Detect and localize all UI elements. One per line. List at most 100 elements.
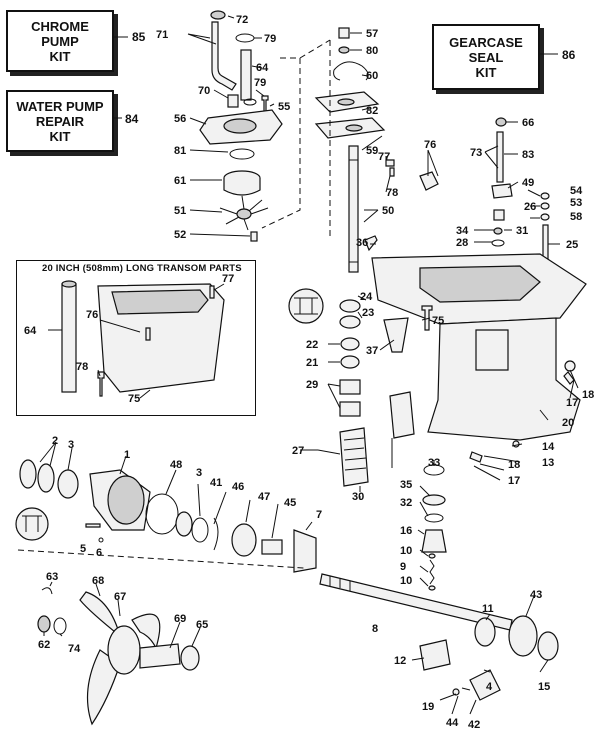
propeller-assembly	[37, 587, 200, 726]
chrome-pump-kit-line2: PUMP	[41, 33, 79, 49]
callout-label: 18	[582, 389, 594, 401]
callout-label: 49	[522, 177, 534, 189]
callout-label: 69	[174, 613, 186, 625]
part-5-screw	[85, 523, 101, 528]
part-81-seal	[229, 148, 255, 160]
part-number-labels: 71 72 79 64 70 79 55 56 81 61 51 52 57 8…	[24, 14, 594, 731]
part-62-nut	[37, 615, 51, 633]
callout-label: 55	[278, 101, 290, 113]
callout-label: 82	[366, 105, 378, 117]
chrome-pump-kit-number: 85	[132, 30, 146, 44]
callout-label: 78	[386, 187, 398, 199]
part-47-thrust-washer	[231, 523, 257, 557]
part-30-screen-b	[389, 391, 415, 439]
water-pump-kit-box: WATER PUMP REPAIR KIT	[6, 90, 114, 152]
callout-label: 68	[92, 575, 104, 587]
part-71-tube	[211, 21, 237, 91]
part-79-oring	[235, 33, 255, 43]
inset-part-64-tube	[61, 283, 77, 393]
callout-label: 4	[486, 681, 493, 693]
part-69-thrust-hub	[139, 643, 181, 669]
chrome-pump-kit-line1: CHROME	[31, 18, 89, 34]
chrome-pump-kit-box: CHROME PUMP KIT	[6, 10, 114, 72]
callout-label: 58	[570, 211, 582, 223]
callout-label: 32	[400, 497, 412, 509]
part-15-bearing	[537, 631, 559, 661]
callout-label: 29	[306, 379, 318, 391]
gearcase-rib	[475, 329, 509, 371]
callout-label: 21	[306, 357, 318, 369]
callout-label: 28	[456, 237, 468, 249]
callout-label: 33	[428, 457, 440, 469]
driveshaft-assembly	[314, 27, 439, 273]
callout-label: 71	[156, 29, 168, 41]
part-27-screw	[317, 449, 341, 455]
callout-label: 5	[80, 543, 86, 555]
callout-label: 60	[366, 70, 378, 82]
part-41-washer	[191, 517, 209, 543]
gearcase-seal-kit-line1: GEARCASE	[449, 34, 523, 50]
callout-label: 43	[530, 589, 542, 601]
callout-label: 47	[258, 491, 270, 503]
callout-label: 59	[366, 145, 378, 157]
part-36-screw	[364, 235, 378, 252]
callout-label: 74	[68, 643, 81, 655]
callout-label: 77	[378, 151, 390, 163]
part-75-screw	[421, 305, 433, 331]
gearcase-seal-kit-line2: SEAL	[468, 49, 504, 65]
callout-label: 24	[360, 291, 373, 303]
water-pump-kit-line1: WATER PUMP	[16, 98, 104, 114]
part-77-screw	[385, 159, 395, 167]
chrome-pump-kit-line3: KIT	[49, 48, 71, 64]
callout-label: 31	[516, 225, 528, 237]
callout-label: 3	[196, 467, 202, 479]
part-74-washer	[53, 617, 67, 635]
part-37-cone	[383, 317, 409, 353]
callout-label: 1	[124, 449, 130, 461]
part-57-bushing	[338, 27, 350, 39]
callout-label: 54	[570, 185, 583, 197]
callout-label: 75	[128, 393, 140, 405]
bearing-housing-assembly	[15, 459, 317, 573]
part-gearcase-body	[427, 317, 581, 441]
part-28-oring	[491, 239, 505, 247]
part-16-pinion	[421, 529, 447, 553]
callout-label: 70	[198, 85, 210, 97]
part-10-ball	[428, 553, 436, 559]
part-51-impeller	[219, 195, 269, 231]
part-11-clutch	[474, 617, 496, 647]
part-26-bushing	[493, 209, 505, 221]
part-2-seal	[19, 459, 37, 489]
callout-label: 48	[170, 459, 182, 471]
leader-lines	[39, 15, 579, 715]
part-66-grommet	[495, 117, 507, 127]
propeller-shaft-assembly	[319, 573, 559, 701]
part-49-connector	[491, 183, 513, 199]
callout-label: 13	[542, 457, 554, 469]
callout-label: 77	[222, 273, 234, 285]
part-35-bearing	[422, 494, 446, 506]
part-61-cup-side	[223, 178, 261, 196]
shift-rod-assembly	[491, 117, 550, 268]
transom-parts-inset	[16, 260, 256, 416]
callout-label: 65	[196, 619, 208, 631]
part-83-shift-rod	[496, 131, 504, 183]
callout-label: 12	[394, 655, 406, 667]
part-34-washer	[493, 227, 503, 235]
part-44-pin	[452, 688, 460, 696]
water-pump-kit-line2: REPAIR	[35, 113, 85, 129]
callout-label: 18	[508, 459, 520, 471]
callout-label: 45	[284, 497, 296, 509]
callout-label: 16	[400, 525, 412, 537]
callout-label: 34	[456, 225, 469, 237]
callout-label: 63	[46, 571, 58, 583]
callout-label: 41	[210, 477, 222, 489]
callout-label: 35	[400, 479, 412, 491]
callout-label: 2	[52, 435, 58, 447]
callout-label: 30	[352, 491, 364, 503]
gearcase-seal-kit-line3: KIT	[475, 64, 497, 80]
callout-label: 7	[316, 509, 322, 521]
part-3b-bearing	[175, 511, 193, 537]
callout-label: 17	[508, 475, 520, 487]
